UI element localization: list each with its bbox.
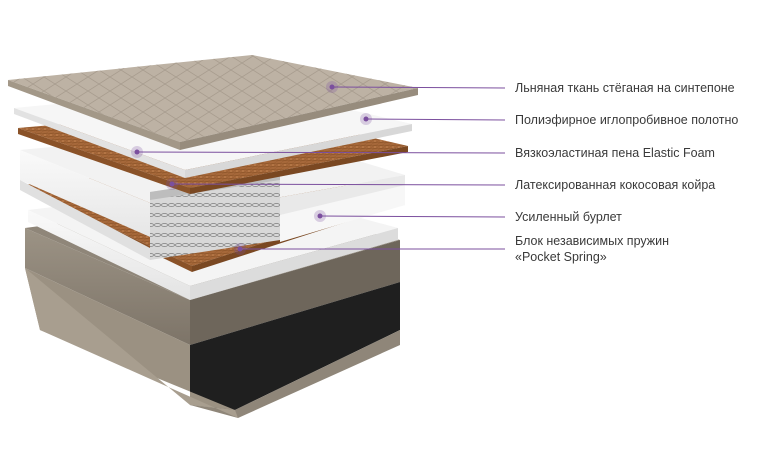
fabric-layer (8, 55, 418, 150)
callout-leaders (131, 81, 506, 255)
callout-label-springs: Блок независимых пружин «Pocket Spring» (515, 233, 669, 265)
leader-line-border (319, 215, 506, 218)
callout-label-springs-line2: «Pocket Spring» (515, 250, 607, 264)
callout-label-border: Усиленный бурлет (515, 210, 622, 224)
leader-line-coir (171, 183, 506, 186)
leader-line-foam (136, 151, 506, 154)
leader-dot-coir (169, 181, 175, 187)
callout-label-foam: Вязкоэластиная пена Elastic Foam (515, 146, 715, 160)
callout-label-felt: Полиэфирное иглопробивное полотно (515, 113, 739, 127)
leader-dot-springs (237, 246, 243, 252)
leader-dot-foam (134, 149, 140, 155)
callout-label-coir: Латексированная кокосовая койра (515, 178, 716, 192)
callout-label-springs-line1: Блок независимых пружин (515, 234, 670, 248)
leader-dot-felt (363, 116, 369, 122)
leader-dot-fabric (329, 84, 335, 90)
leader-line-fabric (331, 86, 506, 89)
leader-dot-border (317, 213, 323, 219)
callout-label-fabric: Льняная ткань стёганая на синтепоне (515, 81, 735, 95)
leader-line-felt (365, 118, 506, 121)
